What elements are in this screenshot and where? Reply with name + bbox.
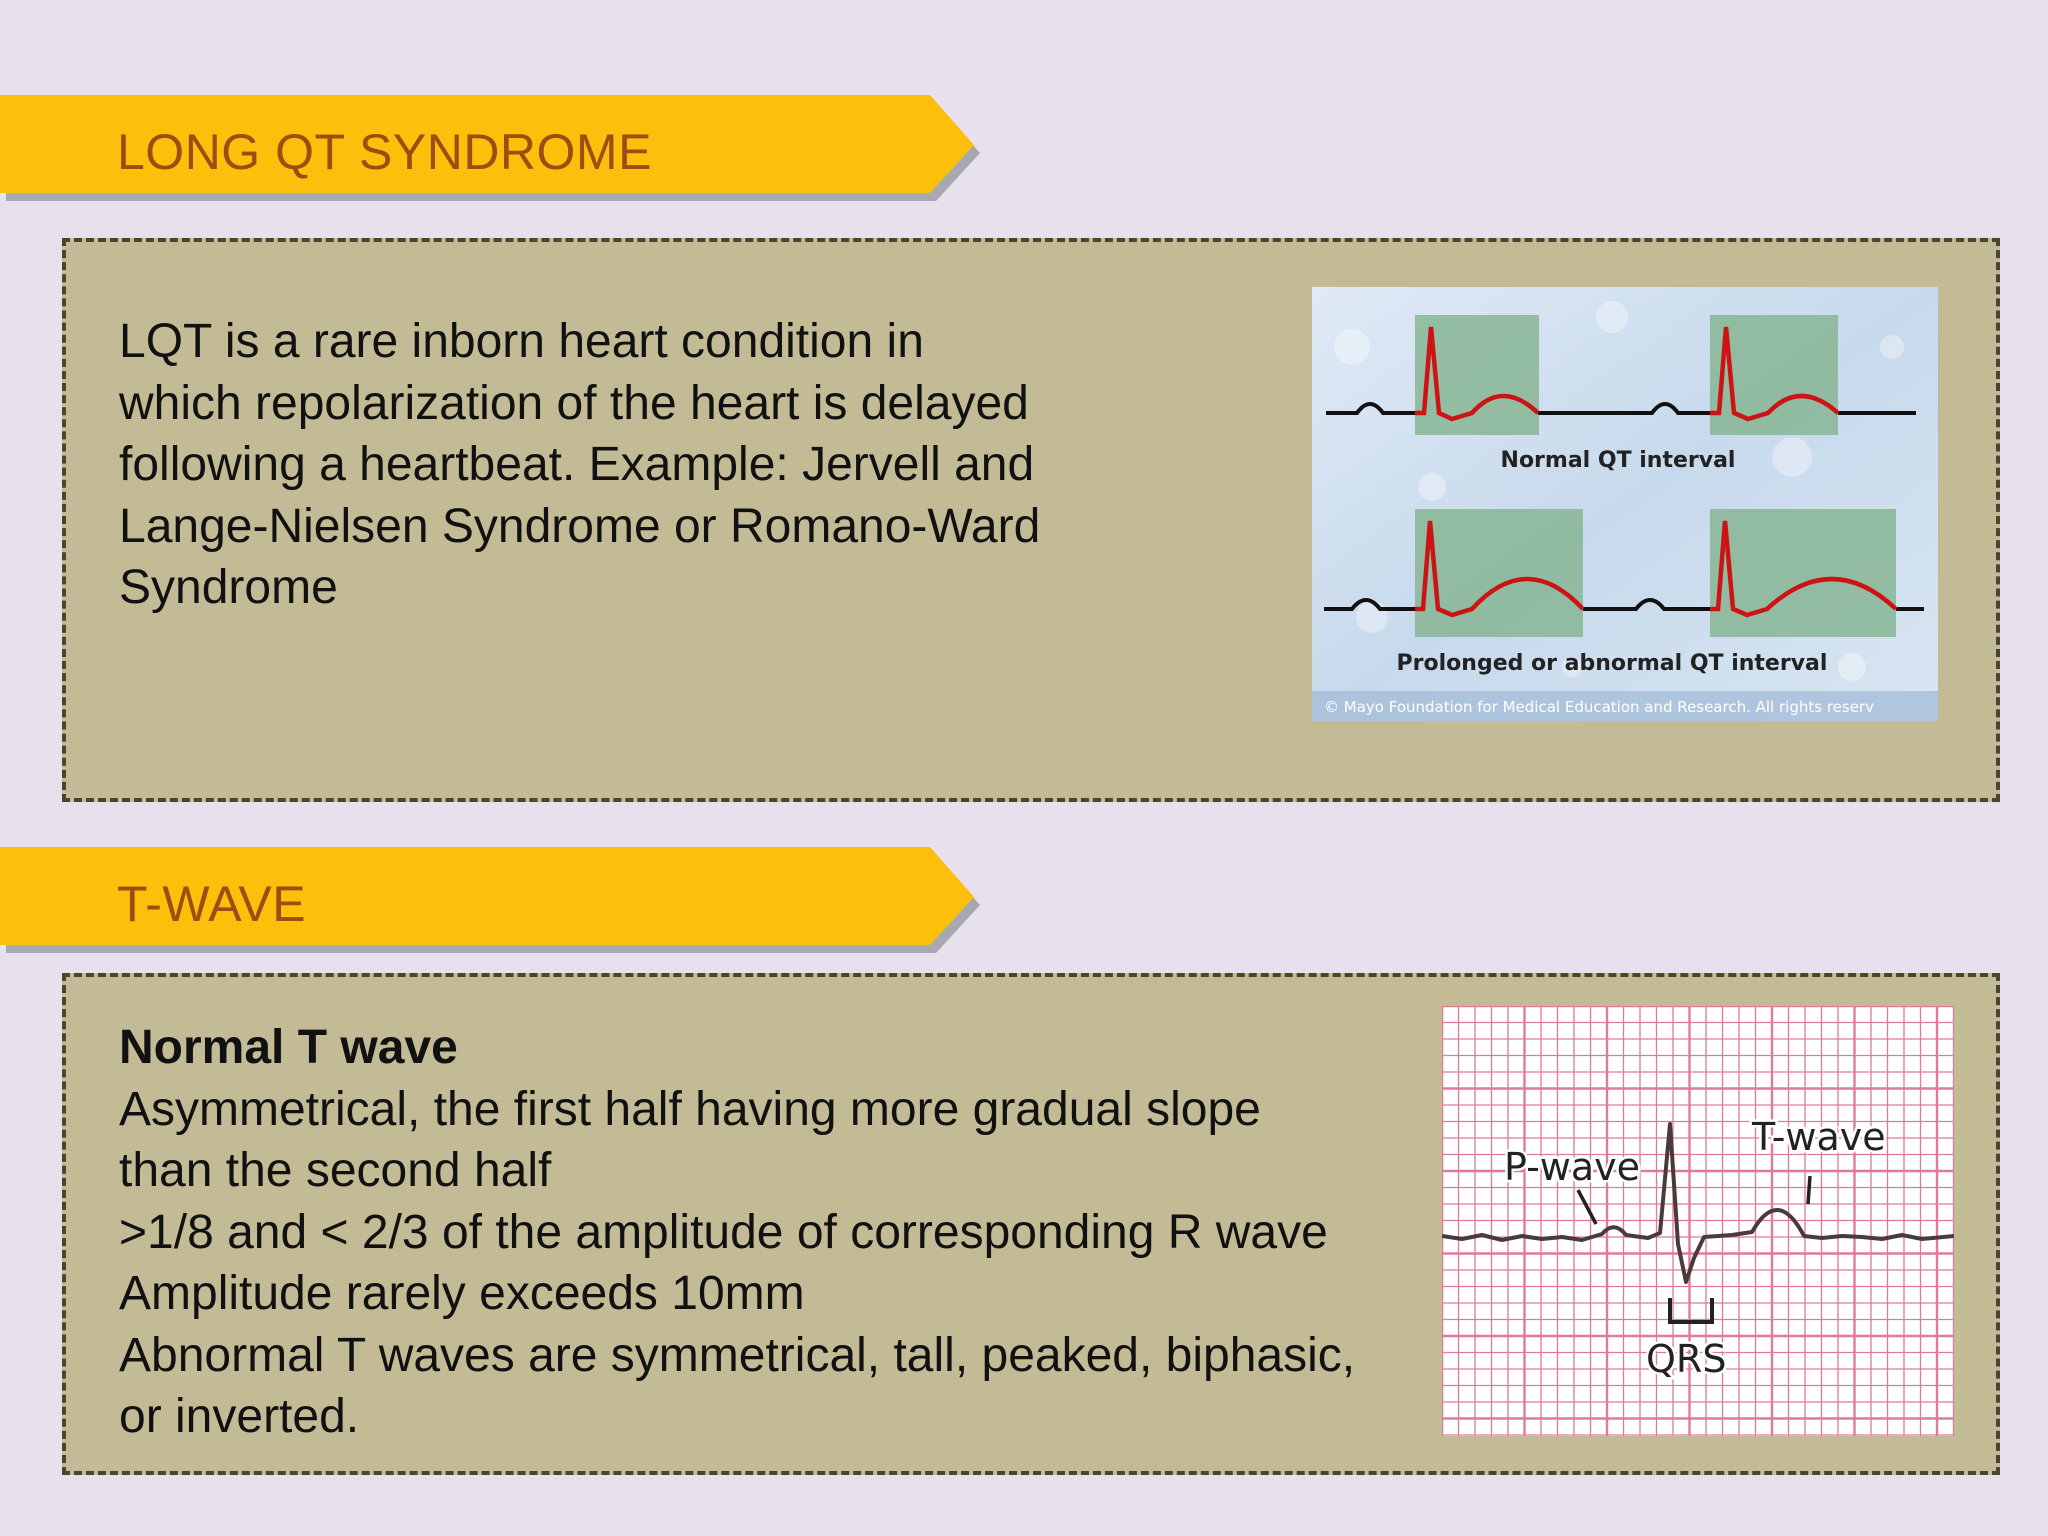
text-line: LQT is a rare inborn heart condition in	[119, 315, 924, 368]
section-banner-t-wave: T-WAVE	[0, 847, 980, 953]
p-wave-pointer	[1576, 1189, 1598, 1225]
qrs-bracket	[1668, 1298, 1714, 1324]
p-wave-label: P-wave	[1504, 1145, 1640, 1189]
text-line: >1/8 and < 2/3 of the amplitude of corre…	[119, 1205, 1328, 1259]
t-wave-pointer	[1806, 1175, 1812, 1205]
ecg-waveform-figure: P-wave T-wave QRS	[1442, 1006, 1954, 1436]
ecg-complex-prolonged	[1710, 520, 1898, 618]
text-line: Amplitude rarely exceeds 10mm	[119, 1267, 805, 1320]
t-wave-heading: Normal T wave	[119, 1021, 458, 1074]
normal-qt-label: Normal QT interval	[1501, 448, 1736, 473]
long-qt-panel: LQT is a rare inborn heart condition in …	[62, 238, 2000, 802]
t-wave-label: T-wave	[1751, 1115, 1886, 1159]
banner-arrow-shape	[0, 847, 980, 953]
text-line: Syndrome	[119, 561, 338, 614]
banner-arrow-shape	[0, 95, 980, 201]
section-title: T-WAVE	[117, 876, 307, 932]
ecg-complex-normal	[1710, 326, 1840, 422]
text-line: following a heartbeat. Example: Jervell …	[119, 438, 1035, 491]
t-wave-description: Normal T wave Asymmetrical, the first ha…	[119, 1017, 1355, 1448]
qrs-label: QRS	[1646, 1337, 1726, 1381]
section-banner-long-qt: LONG QT SYNDROME	[0, 95, 980, 201]
ecg-complex-normal	[1415, 326, 1540, 422]
text-line: Lange-Nielsen Syndrome or Romano-Ward	[119, 499, 1041, 553]
prolonged-qt-label: Prolonged or abnormal QT interval	[1397, 651, 1828, 676]
qt-highlight-box	[1415, 509, 1583, 637]
text-line: Abnormal T waves are symmetrical, tall, …	[119, 1328, 1356, 1382]
qt-interval-illustration: Normal QT interval Prolonged or abnormal…	[1312, 287, 1938, 721]
section-title: LONG QT SYNDROME	[117, 124, 652, 180]
t-wave-panel: Normal T wave Asymmetrical, the first ha…	[62, 973, 2000, 1475]
text-line: which repolarization of the heart is del…	[119, 376, 1029, 430]
ecg-grid	[1442, 1006, 1954, 1436]
text-line: or inverted.	[119, 1390, 360, 1443]
text-line: Asymmetrical, the first half having more…	[119, 1082, 1261, 1136]
ecg-complex-prolonged	[1415, 520, 1585, 618]
copyright-notice: © Mayo Foundation for Medical Education …	[1324, 698, 1874, 716]
qt-interval-figure: Normal QT interval Prolonged or abnormal…	[1312, 287, 1938, 721]
qt-highlight-box	[1710, 509, 1896, 637]
ecg-waveform-illustration: P-wave T-wave QRS	[1442, 1006, 1954, 1436]
text-line: than the second half	[119, 1144, 552, 1197]
long-qt-description: LQT is a rare inborn heart condition in …	[119, 311, 1040, 619]
ecg-trace	[1442, 1122, 1954, 1284]
